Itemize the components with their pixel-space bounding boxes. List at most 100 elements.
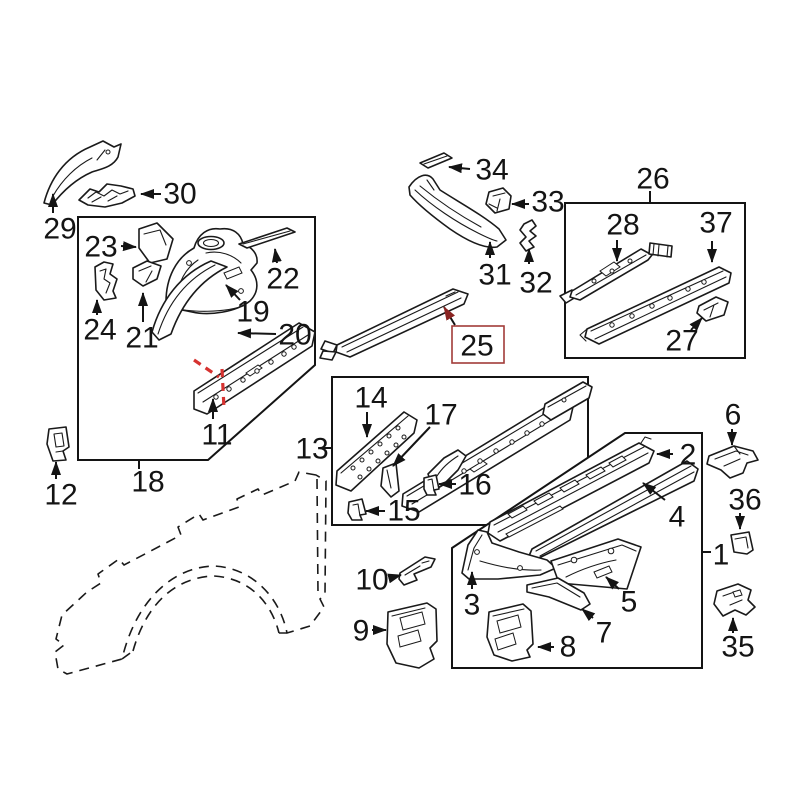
part-14-drawing-shape (386, 433, 392, 439)
part-number-26[interactable]: 26 (636, 163, 669, 196)
part-number-27[interactable]: 27 (665, 325, 698, 358)
part-3-drawing-shape (467, 534, 542, 571)
part-number-14[interactable]: 14 (354, 382, 387, 415)
part-10-drawing-shape (404, 560, 430, 576)
part-23-drawing (138, 222, 174, 264)
part-number-3[interactable]: 3 (464, 589, 481, 622)
callout-6: 6 (725, 399, 742, 446)
leader-arrow-19 (225, 284, 241, 301)
part-number-1[interactable]: 1 (713, 539, 730, 572)
part-number-22[interactable]: 22 (266, 263, 299, 296)
callout-20: 20 (237, 319, 312, 352)
callout-32: 32 (519, 248, 553, 300)
part-8-drawing (486, 603, 534, 662)
part-number-25[interactable]: 25 (460, 330, 493, 363)
part-number-37[interactable]: 37 (699, 207, 732, 240)
part-11-drawing-shape (213, 394, 219, 400)
part-number-36[interactable]: 36 (728, 484, 761, 517)
part-number-12[interactable]: 12 (44, 479, 77, 512)
part-number-16[interactable]: 16 (458, 469, 491, 502)
part-14-drawing-shape (366, 466, 372, 472)
part-30-drawing (78, 183, 136, 208)
part-14-drawing-shape (340, 415, 409, 474)
callout-4: 4 (642, 482, 686, 534)
part-5-drawing-shape (570, 556, 578, 564)
part-28-drawing-shape (575, 243, 669, 296)
part-20-drawing-shape (157, 264, 216, 335)
part-14-drawing-shape (384, 450, 390, 456)
part-12-drawing-shape (53, 432, 65, 453)
part-number-5[interactable]: 5 (621, 586, 638, 619)
part-28-drawing-shape (627, 258, 633, 264)
part-36-drawing-shape (730, 531, 754, 555)
leader-arrow-4 (642, 482, 666, 501)
callout-13: 13 (295, 433, 332, 466)
part-11-drawing-shape (240, 377, 246, 383)
part-number-8[interactable]: 8 (560, 631, 577, 664)
part-17-drawing-shape (386, 469, 392, 489)
leader-arrow-23 (120, 241, 137, 252)
part-number-23[interactable]: 23 (84, 231, 117, 264)
assembly-13-rail-drawing-shape (436, 455, 459, 477)
part-16-drawing-shape (427, 478, 435, 492)
part-33-drawing (485, 187, 512, 214)
part-number-35[interactable]: 35 (721, 631, 754, 664)
part-36-drawing (730, 531, 754, 555)
part-5-drawing-shape (593, 565, 613, 579)
part-33-drawing-shape (485, 187, 512, 214)
part-number-24[interactable]: 24 (83, 314, 116, 347)
part-number-31[interactable]: 31 (478, 259, 511, 292)
part-2-drawing-shape (585, 466, 606, 480)
fender-reference-outline-shape (121, 478, 319, 660)
part-37-drawing (579, 266, 732, 345)
part-number-17[interactable]: 17 (424, 399, 457, 432)
part-11-drawing-shape (254, 368, 260, 374)
part-number-18[interactable]: 18 (131, 466, 164, 499)
part-28-drawing-shape (648, 242, 673, 258)
part-14-drawing-shape (395, 425, 401, 431)
part-number-7[interactable]: 7 (596, 617, 613, 650)
part-number-6[interactable]: 6 (725, 399, 742, 432)
part-number-29[interactable]: 29 (43, 213, 76, 246)
part-28-drawing-shape (591, 278, 597, 284)
part-2-drawing-shape (608, 455, 627, 468)
part-number-4[interactable]: 4 (669, 501, 686, 534)
part-25-drawing-shape (319, 350, 337, 361)
part-number-11[interactable]: 11 (201, 419, 232, 452)
part-number-10[interactable]: 10 (355, 564, 388, 597)
part-37-drawing-shape (667, 295, 673, 301)
part-9-drawing-shape (397, 629, 422, 648)
part-number-34[interactable]: 34 (475, 154, 508, 187)
part-number-20[interactable]: 20 (278, 319, 311, 352)
part-28-drawing (559, 242, 673, 304)
part-32-drawing (519, 219, 537, 252)
part-10-drawing (398, 556, 436, 586)
part-number-30[interactable]: 30 (163, 178, 196, 211)
part-19-drawing-shape (186, 260, 192, 266)
part-36-drawing-shape (734, 536, 749, 549)
leader-arrow-10 (387, 573, 402, 584)
part-24-drawing (94, 261, 118, 301)
part-35-drawing-shape (732, 589, 743, 598)
part-14-drawing (335, 411, 418, 492)
part-number-15[interactable]: 15 (387, 495, 420, 528)
part-21-drawing-shape (132, 260, 162, 287)
callout-24: 24 (83, 299, 117, 347)
part-number-33[interactable]: 33 (531, 186, 564, 219)
part-14-drawing-shape (350, 465, 356, 471)
part-number-9[interactable]: 9 (353, 615, 370, 648)
part-number-28[interactable]: 28 (606, 209, 639, 242)
part-number-13[interactable]: 13 (295, 433, 328, 466)
part-number-32[interactable]: 32 (519, 267, 552, 300)
part-37-drawing-shape (685, 286, 691, 292)
part-21-drawing (132, 260, 162, 287)
leader-arrow-7 (581, 608, 596, 622)
part-number-19[interactable]: 19 (236, 296, 269, 329)
part-number-2[interactable]: 2 (680, 439, 697, 472)
part-3-drawing-shape (517, 565, 523, 571)
part-number-21[interactable]: 21 (125, 322, 158, 355)
part-29-drawing-shape (43, 140, 122, 206)
part-4-drawing-shape (535, 465, 695, 557)
